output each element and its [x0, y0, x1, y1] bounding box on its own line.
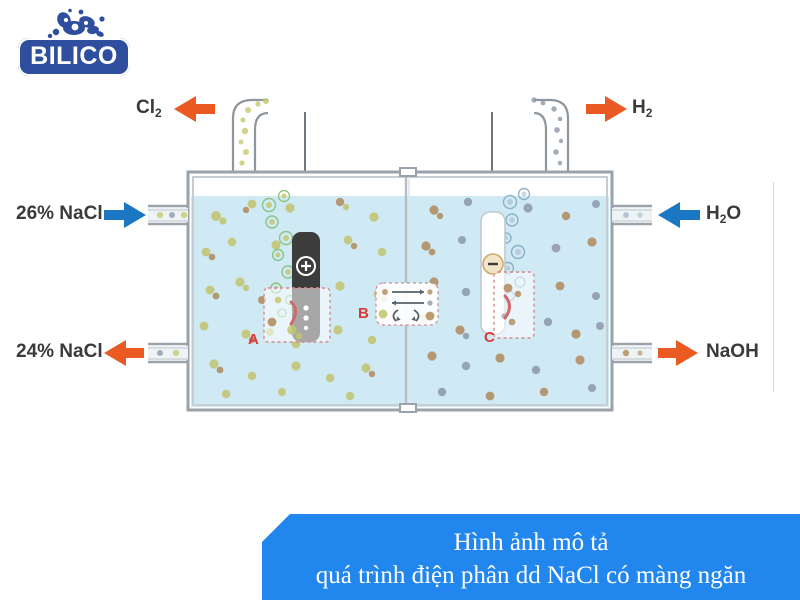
caustic-label: NaOH [706, 341, 759, 362]
caption-line-1: Hình ảnh mô tả [453, 529, 609, 556]
electrolysis-cell-diagram: A B C [104, 96, 700, 413]
logo-wordmark: BILICO [30, 41, 118, 70]
region-a-label: A [248, 331, 259, 348]
water-inlet-pipe [612, 204, 652, 226]
region-c-label: C [484, 329, 495, 346]
catholyte-ions [419, 187, 604, 401]
brand-logo: BILICO [18, 8, 130, 80]
chlorine-label: Cl2 [136, 97, 162, 120]
chlorine-flow-arrow [174, 96, 215, 122]
water-label-tail: O [726, 203, 742, 224]
hydrogen-label: H2 [632, 97, 653, 120]
hydrogen-flow-arrow [586, 96, 627, 122]
water-inlet-label: H2O [706, 203, 742, 226]
water-label-text: H [706, 203, 720, 224]
chlorine-outlet-pipe [231, 98, 269, 180]
caption-line-2: quá trình điện phân dd NaCl có màng ngăn [315, 562, 747, 589]
depleted-brine-flow-arrow [104, 340, 144, 366]
brine-inlet-label: 26% NaCl [16, 203, 103, 224]
depleted-brine-outlet-pipe [148, 342, 188, 364]
hydrogen-outlet-pipe [533, 98, 570, 180]
region-c-reaction-arrow [503, 294, 511, 320]
water-label-sub: 2 [719, 212, 727, 226]
caustic-outlet-pipe [612, 342, 652, 364]
region-b-label: B [358, 305, 369, 322]
hydrogen-label-text: H [632, 97, 646, 118]
logo-badge: BILICO [18, 38, 130, 76]
brine-flow-arrow [104, 202, 146, 228]
caption-banner: Hình ảnh mô tả quá trình điện phân dd Na… [262, 514, 800, 600]
depleted-brine-label: 24% NaCl [16, 341, 103, 362]
water-splash-icon [47, 8, 105, 39]
anode-plus-sign [301, 261, 311, 271]
region-b-callout: B [358, 282, 439, 326]
brine-inlet-pipe [148, 204, 188, 226]
hydrogen-label-sub: 2 [645, 106, 653, 120]
region-c-callout: C [484, 271, 535, 346]
chlorine-label-text: Cl [136, 97, 155, 118]
caustic-flow-arrow [658, 340, 698, 366]
water-flow-arrow [658, 202, 700, 228]
region-a-callout: A [248, 287, 331, 348]
region-a-reaction-arrow [289, 300, 297, 326]
chlorine-label-sub: 2 [155, 106, 162, 120]
right-hairline-1 [773, 182, 774, 392]
